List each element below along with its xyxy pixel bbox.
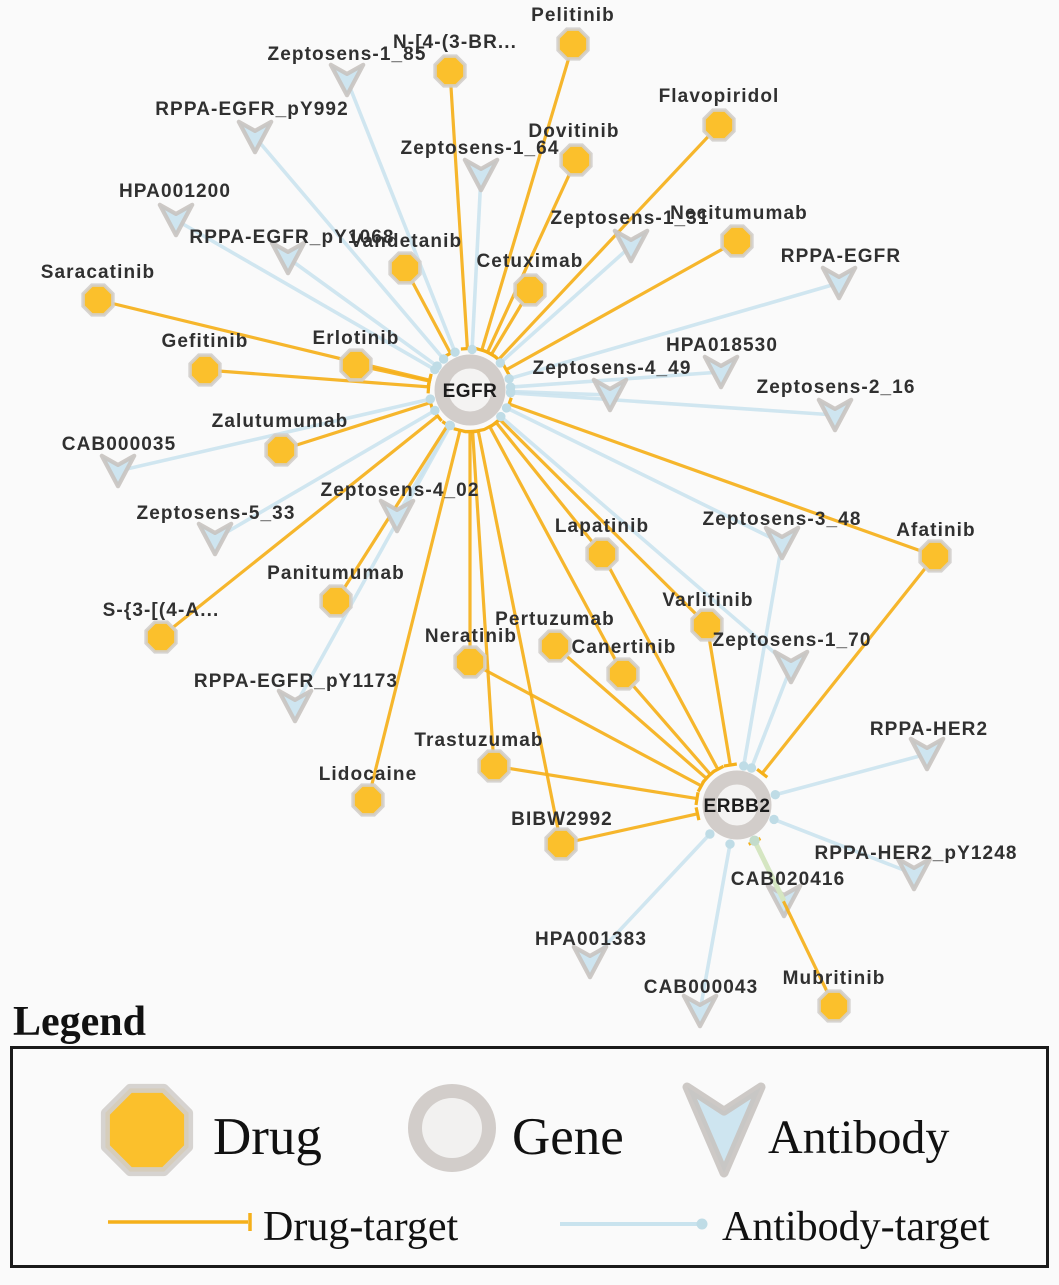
svg-text:Gefitinib: Gefitinib xyxy=(162,331,249,352)
svg-text:Vandetanib: Vandetanib xyxy=(350,231,462,252)
svg-text:Dovitinib: Dovitinib xyxy=(528,121,619,142)
svg-text:Legend: Legend xyxy=(13,999,146,1045)
svg-text:CAB020416: CAB020416 xyxy=(731,869,845,890)
svg-text:N-[4-(3-BR...: N-[4-(3-BR... xyxy=(393,32,517,53)
svg-text:Trastuzumab: Trastuzumab xyxy=(414,730,543,751)
svg-text:Necitumumab: Necitumumab xyxy=(670,203,808,224)
svg-text:ERBB2: ERBB2 xyxy=(704,796,771,817)
svg-text:RPPA-HER2_pY1248: RPPA-HER2_pY1248 xyxy=(814,843,1017,864)
svg-text:RPPA-HER2: RPPA-HER2 xyxy=(870,719,988,740)
svg-text:Varlitinib: Varlitinib xyxy=(662,590,753,611)
svg-text:HPA018530: HPA018530 xyxy=(666,335,778,356)
svg-text:Antibody: Antibody xyxy=(768,1111,949,1164)
svg-text:Zeptosens-4_49: Zeptosens-4_49 xyxy=(532,358,691,379)
svg-text:Zeptosens-1_64: Zeptosens-1_64 xyxy=(400,138,559,159)
svg-text:Afatinib: Afatinib xyxy=(896,520,976,541)
svg-text:Zeptosens-1_85: Zeptosens-1_85 xyxy=(267,44,426,65)
svg-text:RPPA-EGFR_pY992: RPPA-EGFR_pY992 xyxy=(155,99,349,120)
svg-text:RPPA-EGFR_pY1173: RPPA-EGFR_pY1173 xyxy=(194,671,398,692)
svg-text:RPPA-EGFR_pY1068: RPPA-EGFR_pY1068 xyxy=(189,227,394,248)
svg-text:Flavopiridol: Flavopiridol xyxy=(659,86,780,107)
svg-text:Drug-target: Drug-target xyxy=(263,1204,458,1250)
svg-text:Antibody-target: Antibody-target xyxy=(722,1204,990,1250)
svg-text:Saracatinib: Saracatinib xyxy=(41,262,156,283)
svg-text:Zeptosens-1_31: Zeptosens-1_31 xyxy=(550,208,709,229)
svg-text:Canertinib: Canertinib xyxy=(572,637,677,658)
svg-text:HPA001200: HPA001200 xyxy=(119,181,231,202)
svg-text:Drug: Drug xyxy=(213,1108,322,1166)
svg-text:CAB000035: CAB000035 xyxy=(62,434,176,455)
svg-text:Pertuzumab: Pertuzumab xyxy=(495,609,615,630)
svg-text:Lapatinib: Lapatinib xyxy=(555,516,649,537)
svg-text:Zeptosens-4_02: Zeptosens-4_02 xyxy=(320,480,479,501)
svg-text:BIBW2992: BIBW2992 xyxy=(511,809,613,830)
svg-text:Zeptosens-2_16: Zeptosens-2_16 xyxy=(756,377,915,398)
svg-text:EGFR: EGFR xyxy=(443,381,498,402)
svg-text:Lidocaine: Lidocaine xyxy=(319,764,418,785)
svg-text:Erlotinib: Erlotinib xyxy=(313,328,400,349)
svg-text:Zeptosens-5_33: Zeptosens-5_33 xyxy=(136,503,295,524)
svg-text:Zalutumumab: Zalutumumab xyxy=(212,411,349,432)
svg-text:Pelitinib: Pelitinib xyxy=(531,5,615,26)
svg-text:Panitumumab: Panitumumab xyxy=(267,563,405,584)
svg-text:Gene: Gene xyxy=(512,1108,624,1166)
svg-text:Zeptosens-1_70: Zeptosens-1_70 xyxy=(712,630,871,651)
svg-text:Neratinib: Neratinib xyxy=(425,626,517,647)
svg-text:CAB000043: CAB000043 xyxy=(644,977,758,998)
svg-text:Zeptosens-3_48: Zeptosens-3_48 xyxy=(702,509,861,530)
svg-text:S-{3-[(4-A...: S-{3-[(4-A... xyxy=(103,600,220,621)
svg-text:HPA001383: HPA001383 xyxy=(535,929,647,950)
svg-text:Mubritinib: Mubritinib xyxy=(783,968,886,989)
svg-text:Cetuximab: Cetuximab xyxy=(476,251,583,272)
svg-text:RPPA-EGFR: RPPA-EGFR xyxy=(781,246,901,267)
